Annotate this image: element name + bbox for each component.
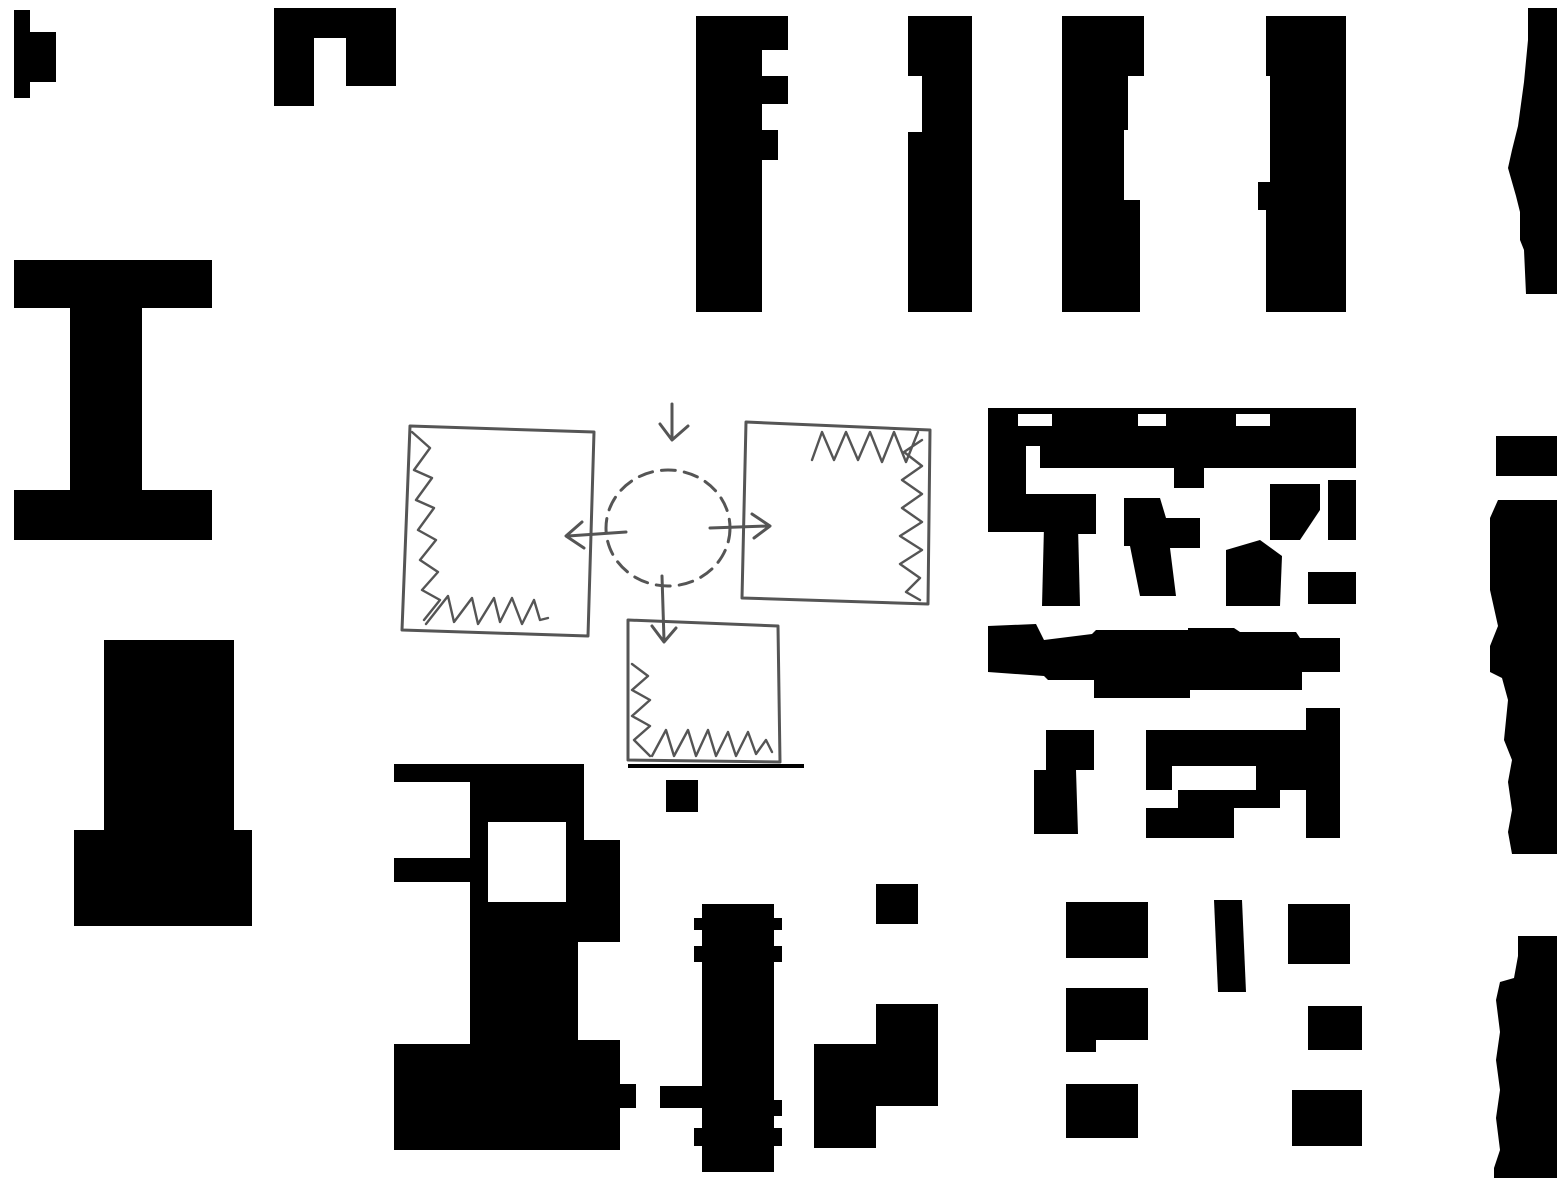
right-box <box>742 422 930 604</box>
bracket-fragment <box>274 8 396 106</box>
central-void-sketch <box>402 404 930 762</box>
scattered-blocks <box>1066 900 1362 1146</box>
right-edge-slab-bottom <box>1494 936 1557 1178</box>
four-slab-row <box>696 16 1346 312</box>
stepped-tower-block <box>74 640 252 926</box>
right-edge-slab-middle <box>1490 436 1557 854</box>
corner-fragment <box>14 10 56 98</box>
arrow-down-in <box>660 404 688 440</box>
left-box <box>402 426 594 636</box>
arrow-right-out <box>710 514 770 538</box>
arrow-left-out <box>566 522 626 548</box>
right-edge-slab-top <box>1508 8 1557 294</box>
bottom-box <box>628 620 780 762</box>
spine-and-pavilions <box>660 884 938 1172</box>
dense-courtyard-cluster <box>988 408 1356 838</box>
tower-with-courtyard <box>394 764 698 1150</box>
i-shaped-block <box>14 260 212 540</box>
